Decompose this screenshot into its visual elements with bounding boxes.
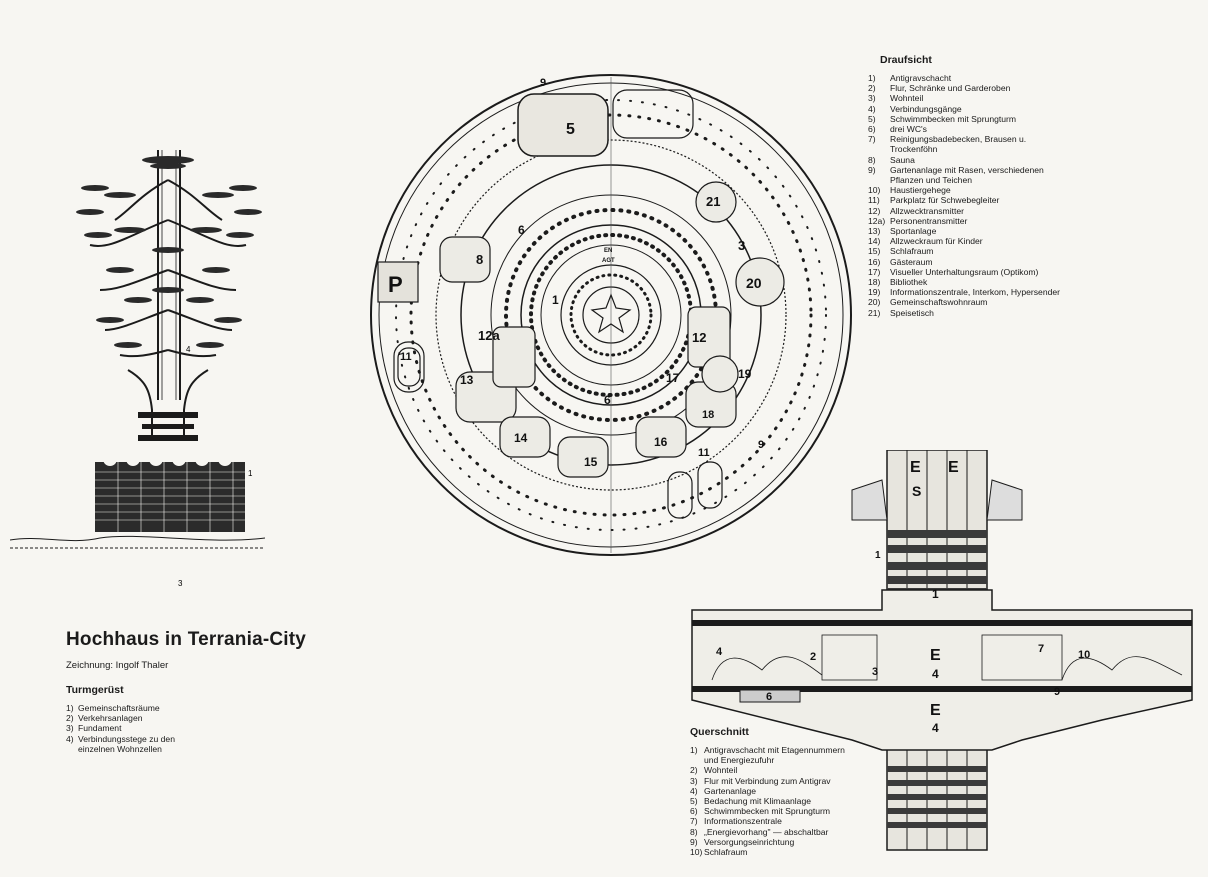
plan-label-p: P bbox=[388, 272, 403, 297]
list-item: 8)Sauna bbox=[868, 154, 915, 165]
section-label-7: 7 bbox=[1038, 643, 1044, 655]
floor-plan-drawing: 1 3 5 6 6 8 9 9 11 11 12 12a 13 14 15 16… bbox=[370, 74, 852, 556]
list-item: 7)Reinigungsbadebecken, Brausen u. Trock… bbox=[868, 134, 1027, 155]
plan-label-6a: 6 bbox=[518, 223, 525, 237]
section-label-4: 4 bbox=[716, 646, 723, 658]
section-label-e3: E bbox=[930, 647, 941, 664]
list-item: 5)Schwimmbecken mit Sprungturm bbox=[868, 113, 1017, 124]
section-label-3: 3 bbox=[872, 666, 878, 678]
section-label-1a: 1 bbox=[875, 550, 881, 561]
tower-base bbox=[95, 452, 245, 532]
list-item: 19)Informationszentrale, Interkom, Hyper… bbox=[868, 287, 1061, 298]
plan-label-agt: AGT bbox=[602, 258, 615, 264]
tower-drawing: 4 1 3 bbox=[10, 150, 265, 588]
plan-label-19: 19 bbox=[738, 367, 752, 381]
querschnitt-legend: 1)Antigravschacht mit Etagennummern und … bbox=[690, 745, 910, 857]
section-label-s: S bbox=[912, 483, 921, 499]
list-item: 5)Bedachung mit Klimaanlage bbox=[690, 796, 812, 807]
plan-label-1: 1 bbox=[552, 293, 559, 307]
list-item: 3)Wohnteil bbox=[868, 93, 924, 104]
list-item: 21)Speisetisch bbox=[868, 307, 934, 318]
list-item: 14)Allzweckraum für Kinder bbox=[868, 236, 983, 247]
plan-label-9b: 9 bbox=[758, 439, 764, 451]
section-label-6: 6 bbox=[766, 691, 772, 703]
plan-label-17: 17 bbox=[666, 371, 680, 385]
list-item: 2)Flur, Schränke und Garderoben bbox=[868, 83, 1011, 94]
list-item: 13)Sportanlage bbox=[868, 226, 937, 237]
plan-label-15: 15 bbox=[584, 455, 598, 469]
list-item: 1)Gemeinschaftsräume bbox=[66, 703, 160, 713]
plan-label-21: 21 bbox=[706, 194, 720, 209]
plan-label-13: 13 bbox=[460, 373, 474, 387]
list-item: 3)Fundament bbox=[66, 723, 122, 734]
section-label-e4: E bbox=[930, 702, 941, 719]
plan-label-8: 8 bbox=[476, 252, 483, 267]
list-item: 3)Flur mit Verbindung zum Antigrav bbox=[690, 775, 831, 786]
section-label-4c: 4 bbox=[932, 721, 939, 735]
list-item: 6)Schwimmbecken mit Sprungturm bbox=[690, 806, 831, 817]
list-item: 11)Parkplatz für Schwebegleiter bbox=[868, 195, 1000, 206]
section-label-9: 9 bbox=[1054, 686, 1060, 698]
list-item: 9)Versorgungseinrichtung bbox=[690, 836, 795, 847]
plan-label-20: 20 bbox=[746, 275, 762, 291]
list-item: 8)„Energievorhang" — abschaltbar bbox=[690, 826, 829, 837]
plan-label-en: EN bbox=[604, 248, 612, 254]
tower-label-3: 3 bbox=[178, 579, 183, 588]
list-item: 12)Allzwecktransmitter bbox=[868, 205, 965, 216]
turmgeruest-heading: Turmgerüst bbox=[66, 684, 124, 696]
list-item: 10)Haustiergehege bbox=[868, 185, 951, 196]
plan-label-18: 18 bbox=[702, 409, 714, 421]
drawing-credit: Zeichnung: Ingolf Thaler bbox=[66, 660, 169, 671]
section-label-e2: E bbox=[948, 459, 959, 476]
plan-label-6b: 6 bbox=[604, 393, 611, 407]
querschnitt-heading: Querschnitt bbox=[690, 726, 749, 738]
list-item: 7)Informationszentrale bbox=[690, 816, 782, 827]
list-item: 1)Antigravschacht mit Etagennummern und … bbox=[690, 745, 845, 766]
tower-label-1: 1 bbox=[248, 469, 253, 478]
page-title: Hochhaus in Terrania-City bbox=[66, 629, 307, 650]
plan-label-5: 5 bbox=[566, 121, 575, 138]
plan-label-14: 14 bbox=[514, 431, 528, 445]
list-item: 4)Gartenanlage bbox=[690, 785, 757, 796]
list-item: 6)drei WC's bbox=[868, 124, 927, 135]
turmgeruest-legend: 1)Gemeinschaftsräume 2)Verkehrsanlagen 3… bbox=[66, 703, 296, 754]
tower-pods bbox=[76, 156, 262, 348]
list-item: 16)Gästeraum bbox=[868, 256, 933, 267]
plan-label-11a: 11 bbox=[400, 351, 412, 363]
section-label-2: 2 bbox=[810, 651, 816, 663]
cross-section-drawing: 1 1 2 3 4 6 7 9 10 E E S E 4 E 4 bbox=[691, 450, 1193, 851]
tower-label-4: 4 bbox=[186, 345, 191, 354]
list-item: 17)Visueller Unterhaltungsraum (Optikom) bbox=[868, 266, 1039, 277]
section-label-4b: 4 bbox=[932, 667, 939, 681]
list-item: 2)Verkehrsanlagen bbox=[66, 713, 143, 724]
plan-label-12: 12 bbox=[692, 330, 706, 345]
list-item: 4)Verbindungsstege zu den einzelnen Wohn… bbox=[66, 733, 175, 754]
plan-label-16: 16 bbox=[654, 435, 668, 449]
draufsicht-heading: Draufsicht bbox=[880, 54, 932, 66]
list-item: 2)Wohnteil bbox=[690, 765, 738, 776]
section-label-e1: E bbox=[910, 459, 921, 476]
plan-label-3: 3 bbox=[738, 238, 745, 253]
draufsicht-legend: 1)Antigravschacht 2)Flur, Schränke und G… bbox=[868, 73, 1198, 318]
list-item: 10)Schlafraum bbox=[690, 847, 748, 858]
section-label-10: 10 bbox=[1078, 649, 1090, 661]
plan-label-12a: 12a bbox=[478, 328, 500, 343]
list-item: 1)Antigravschacht bbox=[868, 73, 952, 83]
list-item: 4)Verbindungsgänge bbox=[868, 103, 962, 114]
list-item: 18)Bibliothek bbox=[868, 277, 928, 288]
plan-label-9a: 9 bbox=[540, 77, 546, 89]
list-item: 9)Gartenanlage mit Rasen, verschiedenen … bbox=[868, 164, 1044, 186]
list-item: 15)Schlafraum bbox=[868, 246, 934, 257]
plan-label-11b: 11 bbox=[698, 447, 710, 459]
list-item: 12a)Personentransmitter bbox=[868, 215, 968, 226]
section-label-1b: 1 bbox=[932, 587, 939, 601]
list-item: 20)Gemeinschaftswohnraum bbox=[868, 297, 988, 308]
